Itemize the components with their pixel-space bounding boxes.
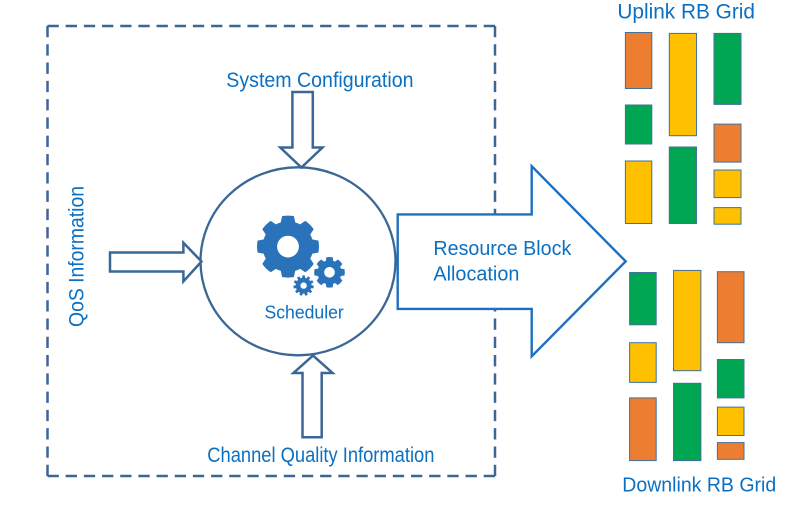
svg-text:Scheduler: Scheduler bbox=[265, 302, 344, 323]
svg-text:Allocation: Allocation bbox=[433, 262, 519, 285]
svg-text:Uplink RB Grid: Uplink RB Grid bbox=[617, 1, 755, 24]
svg-text:QoS Information: QoS Information bbox=[66, 186, 89, 327]
svg-text:Downlink RB Grid: Downlink RB Grid bbox=[622, 475, 776, 497]
svg-text:System Configuration: System Configuration bbox=[226, 68, 413, 92]
svg-text:Channel Quality Information: Channel Quality Information bbox=[207, 443, 434, 467]
svg-text:Resource Block: Resource Block bbox=[433, 237, 572, 260]
